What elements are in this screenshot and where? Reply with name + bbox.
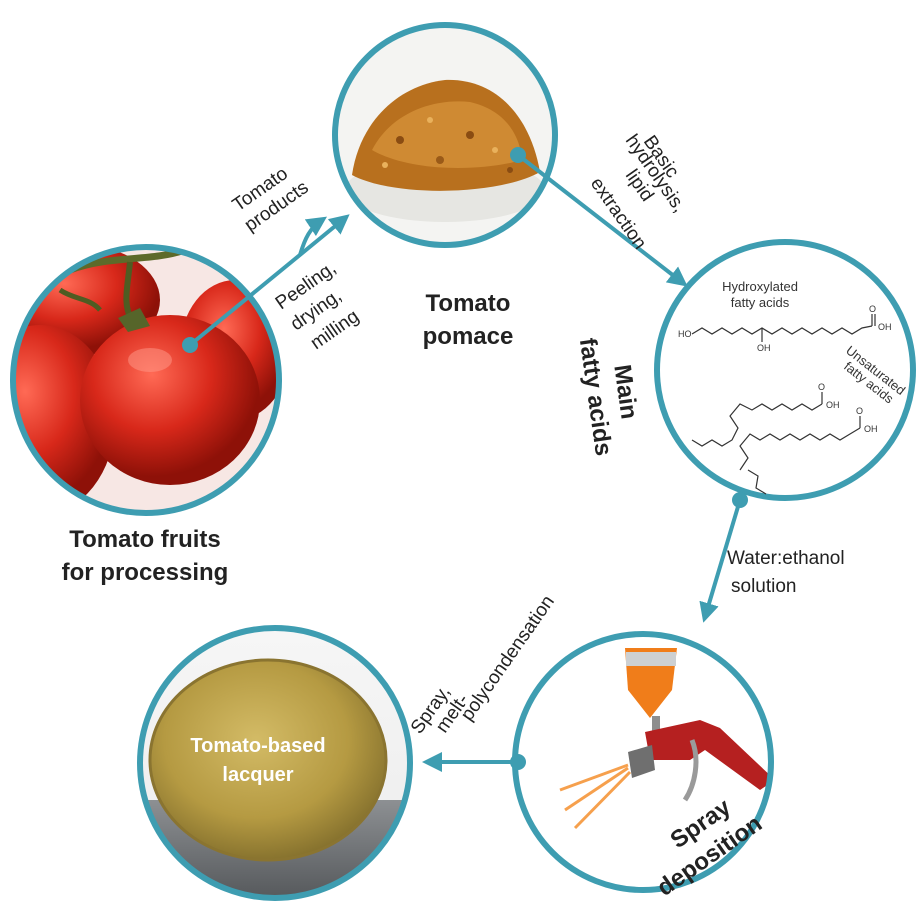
hydroxylated-label-2: fatty acids — [731, 295, 790, 310]
pomace-label-1: Tomato — [426, 290, 511, 317]
dot-spray — [510, 754, 526, 770]
o-atom-3: O — [856, 406, 863, 416]
fatty-acids-node: Hydroxylated fatty acids HO OH O OH Unsa… — [657, 242, 913, 498]
dot-fruits — [182, 337, 198, 353]
hydroxylated-label-1: Hydroxylated — [722, 279, 798, 294]
ho-atom: HO — [678, 329, 692, 339]
o-atom-2: O — [818, 382, 825, 392]
oh-atom-3: OH — [864, 424, 878, 434]
tomato-pomace-node — [330, 20, 560, 250]
tomato-pomace-photo — [330, 20, 560, 250]
pomace-label-2: pomace — [423, 323, 514, 350]
solution-step-2: solution — [731, 576, 797, 597]
fruits-label-2: for processing — [62, 559, 229, 586]
oh-atom-2: OH — [826, 400, 840, 410]
solution-step-1: Water:ethanol — [727, 548, 845, 569]
tomato-fruits-photo — [0, 245, 290, 520]
o-atom: O — [869, 304, 876, 314]
fatty-acids-label-1: Main — [608, 363, 642, 421]
dot-acids — [732, 492, 748, 508]
lacquer-label-1: Tomato-based — [190, 735, 325, 757]
fruits-label-1: Tomato fruits — [69, 526, 221, 553]
tomato-fruits-node — [0, 245, 290, 520]
oh-atom: OH — [878, 322, 892, 332]
oh-atom-side: OH — [757, 343, 771, 353]
lacquer-label-2: lacquer — [222, 764, 293, 786]
fatty-acids-label-2: fatty acids — [574, 336, 617, 457]
dot-pomace — [510, 147, 526, 163]
